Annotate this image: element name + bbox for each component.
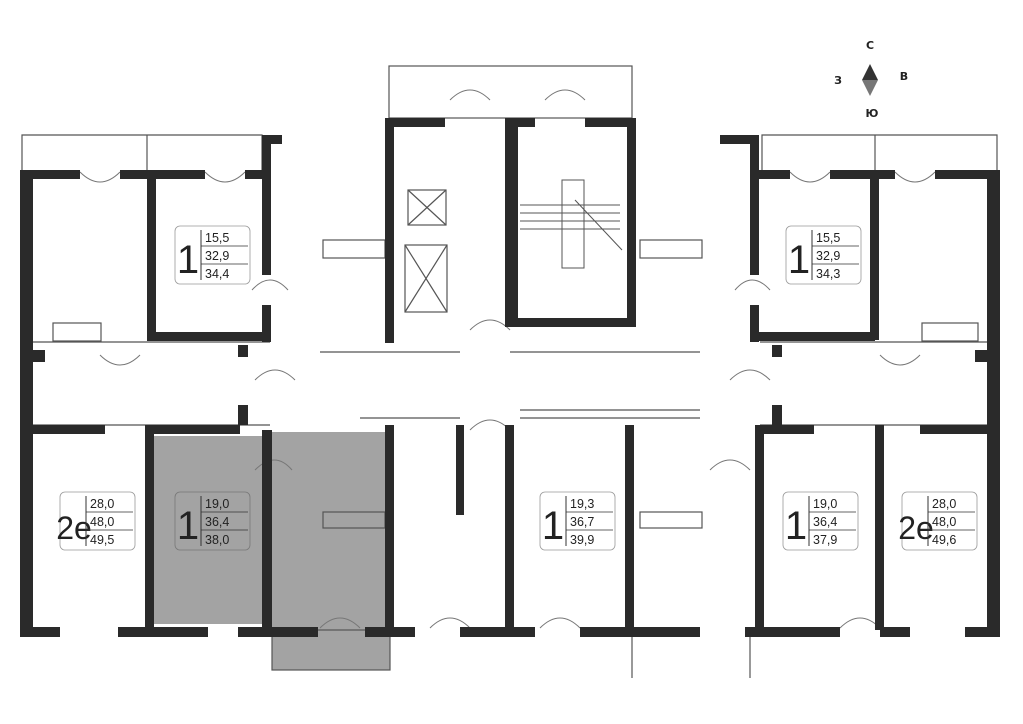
- compass: С З В Ю: [834, 39, 908, 120]
- svg-text:49,5: 49,5: [90, 533, 114, 547]
- apt-label-top-left[interactable]: 1 15,5 32,9 34,4: [174, 225, 251, 285]
- svg-text:1: 1: [177, 504, 199, 548]
- svg-text:36,7: 36,7: [570, 515, 594, 529]
- svg-text:39,9: 39,9: [570, 533, 594, 547]
- balconies: [21, 65, 998, 678]
- svg-text:19,0: 19,0: [205, 497, 229, 511]
- apartment-labels: 1 15,5 32,9 34,4 1 15,5 32,9 34,3 2е 28,…: [56, 225, 978, 551]
- svg-text:28,0: 28,0: [932, 497, 956, 511]
- apt-label-bottom-2[interactable]: 1 19,0 36,4 38,0: [174, 491, 251, 551]
- svg-text:19,0: 19,0: [813, 497, 837, 511]
- compass-arrow-icon: [862, 64, 878, 80]
- svg-text:15,5: 15,5: [816, 231, 840, 245]
- compass-south: Ю: [866, 107, 879, 120]
- apt-label-top-right[interactable]: 1 15,5 32,9 34,3: [785, 225, 862, 285]
- apt-label-bottom-1[interactable]: 2е 28,0 48,0 49,5: [56, 491, 136, 551]
- walls: [20, 118, 1000, 637]
- apt-label-bottom-3[interactable]: 1 19,3 36,7 39,9: [539, 491, 616, 551]
- svg-text:32,9: 32,9: [205, 249, 229, 263]
- svg-text:48,0: 48,0: [932, 515, 956, 529]
- svg-text:1: 1: [785, 504, 807, 548]
- svg-text:1: 1: [177, 238, 199, 282]
- door-swings: [79, 89, 936, 629]
- staircase: [520, 179, 623, 269]
- svg-text:38,0: 38,0: [205, 533, 229, 547]
- compass-east: В: [900, 70, 908, 83]
- svg-text:36,4: 36,4: [813, 515, 837, 529]
- svg-text:1: 1: [542, 504, 564, 548]
- svg-text:37,9: 37,9: [813, 533, 837, 547]
- compass-north: С: [866, 39, 874, 52]
- svg-text:49,6: 49,6: [932, 533, 956, 547]
- svg-text:34,3: 34,3: [816, 267, 840, 281]
- svg-text:32,9: 32,9: [816, 249, 840, 263]
- apt-label-bottom-5[interactable]: 2е 28,0 48,0 49,6: [898, 491, 978, 551]
- svg-text:36,4: 36,4: [205, 515, 229, 529]
- svg-text:28,0: 28,0: [90, 497, 114, 511]
- svg-text:15,5: 15,5: [205, 231, 229, 245]
- elevators: [404, 189, 448, 313]
- svg-text:1: 1: [788, 238, 810, 282]
- apt-label-bottom-4[interactable]: 1 19,0 36,4 37,9: [782, 491, 859, 551]
- svg-text:48,0: 48,0: [90, 515, 114, 529]
- svg-text:34,4: 34,4: [205, 267, 229, 281]
- svg-text:19,3: 19,3: [570, 497, 594, 511]
- compass-west: З: [834, 74, 842, 87]
